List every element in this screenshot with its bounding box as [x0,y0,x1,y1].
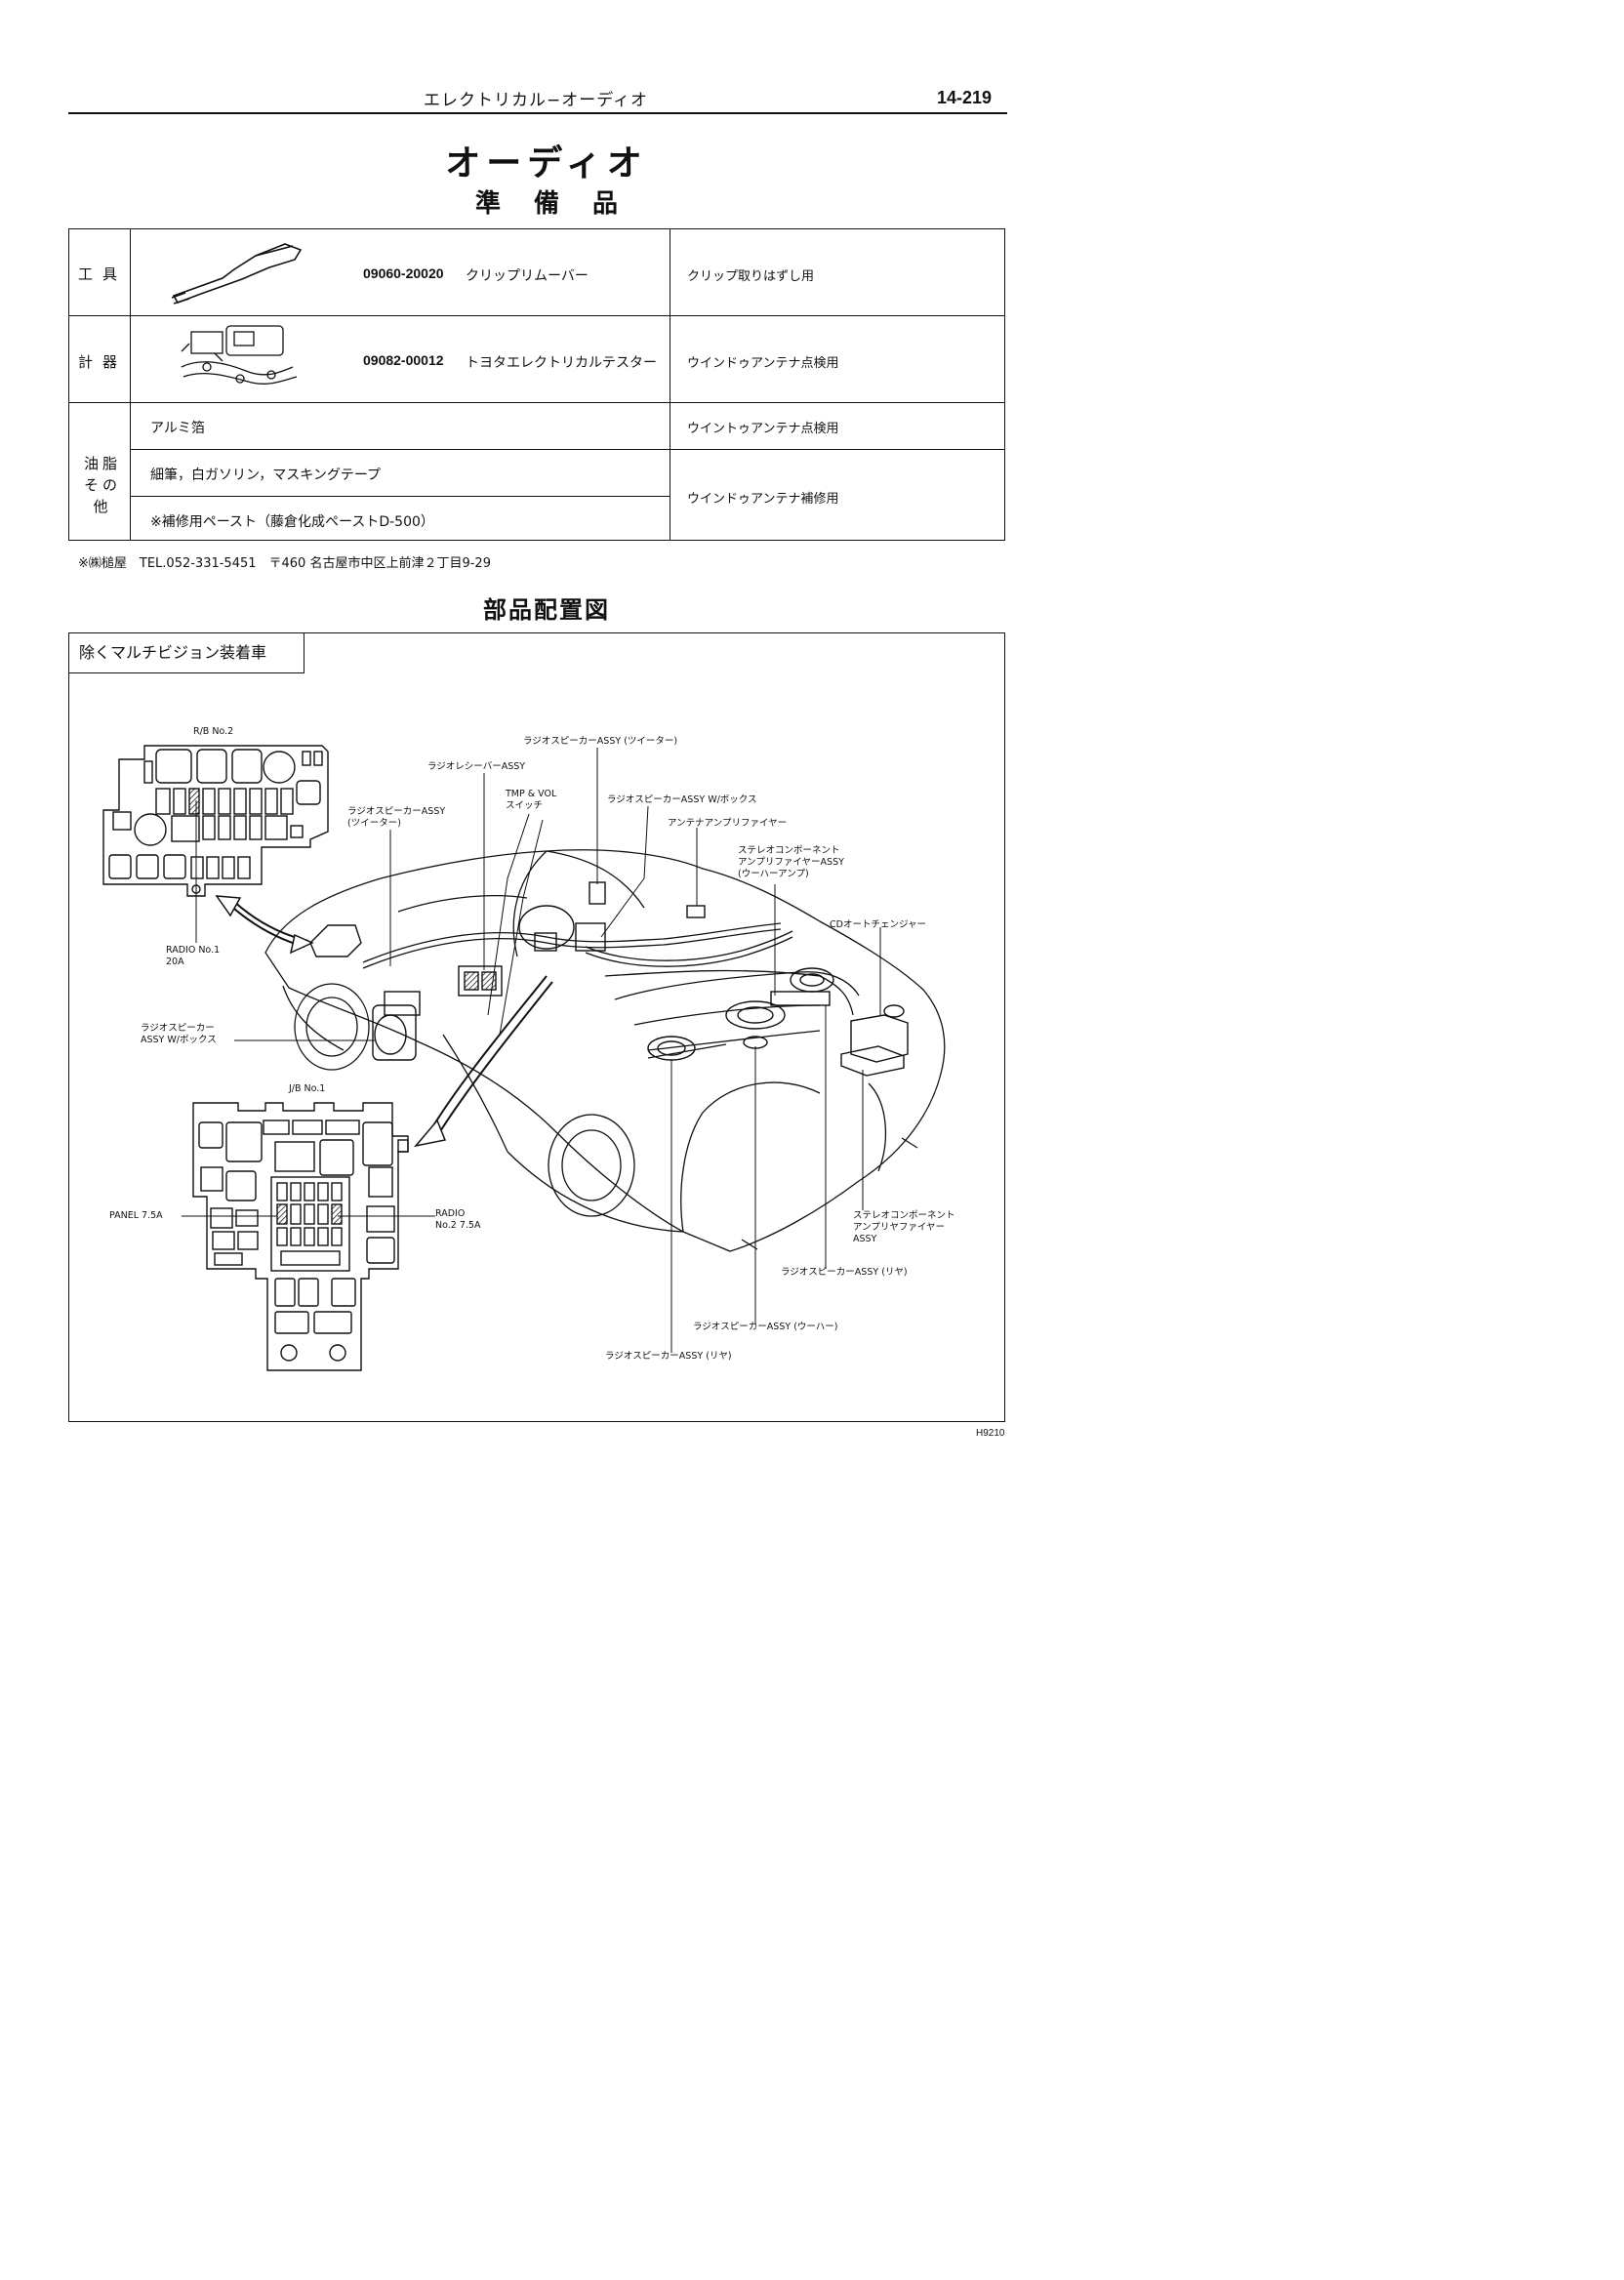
header-rule [68,112,1007,114]
meter-name: トヨタエレクトリカルテスター [466,355,657,371]
jb-no1-label: J/B No.1 [289,1083,326,1094]
table-divider [68,402,1005,403]
oil-usage-repair: ウインドゥアンテナ補修用 [687,492,839,507]
page-number: 14-219 [937,88,993,107]
oil-item-aluminum: アルミ箔 [150,421,205,436]
tmp-vol-switch-label: TMP & VOL スイッチ [506,789,557,811]
category-tool: 工具 [78,265,128,283]
oil-usage-inspection: ウイントゥアンテナ点検用 [687,422,839,436]
parts-location-diagram [68,632,1005,1422]
antenna-amp-label: アンテナアンプリファイヤー [668,818,788,829]
stereo-amp-woofer-label: ステレオコンポーネント アンプリファイヤーASSY (ウーハーアンプ) [738,845,844,879]
radio-no1-fuse-label: RADIO No.1 20A [166,945,221,967]
prep-table [68,228,1005,541]
rb-no2-label: R/B No.2 [193,726,234,737]
speaker-wbox-rear-label: ラジオスピーカーASSY W/ボックス [607,794,757,805]
oil-item-brush-gasoline-tape: 細筆，白ガソリン，マスキングテープ [150,468,382,483]
variant-label: 除くマルチビジョン装着車 [68,632,304,673]
table-divider [130,228,131,541]
table-divider [130,496,670,497]
radio-no2-fuse-label: RADIO No.2 7.5A [435,1208,481,1231]
category-meter: 計器 [78,353,128,371]
table-divider [130,449,1005,450]
page-title: オーディオ [445,143,648,183]
meter-usage: ウインドゥアンテナ点検用 [687,356,839,371]
speaker-tweeter-top-label: ラジオスピーカーASSY (ツイーター) [523,736,678,747]
supplier-note: ※㈱槌屋 TEL.052-331-5451 〒460 名古屋市中区上前津２丁目9… [78,556,491,571]
speaker-rear-left-label: ラジオスピーカーASSY (リヤ) [605,1351,732,1362]
tool-name: クリップリムーバー [466,268,589,284]
section-title: エレクトリカル−オーディオ [424,91,649,110]
tool-usage: クリップ取りはずし用 [687,269,815,284]
category-oils-other: 油脂 その他 [83,455,121,515]
stereo-amp-label: ステレオコンポーネント アンプリヤファイヤー ASSY [853,1210,955,1244]
tool-part-number: 09060-20020 [363,265,444,281]
page-subtitle: 準備品 [474,189,651,219]
speaker-tweeter-front-label: ラジオスピーカーASSY (ツイーター) [347,806,446,829]
speaker-woofer-label: ラジオスピーカーASSY (ウーハー) [693,1322,838,1332]
cd-changer-label: CDオートチェンジャー [830,919,926,930]
document-code: H9210 [976,1428,1005,1439]
speaker-wbox-front-label: ラジオスピーカー ASSY W/ボックス [141,1023,217,1045]
speaker-rear-right-label: ラジオスピーカーASSY (リヤ) [781,1267,908,1278]
table-divider [68,315,1005,316]
oil-item-repair-paste: ※補修用ペースト（藤倉化成ペーストD-500） [150,514,434,530]
diagram-title: 部品配置図 [483,596,610,624]
meter-part-number: 09082-00012 [363,352,444,368]
panel-fuse-label: PANEL 7.5A [109,1210,163,1221]
receiver-label: ラジオレシーバーASSY [427,761,526,772]
